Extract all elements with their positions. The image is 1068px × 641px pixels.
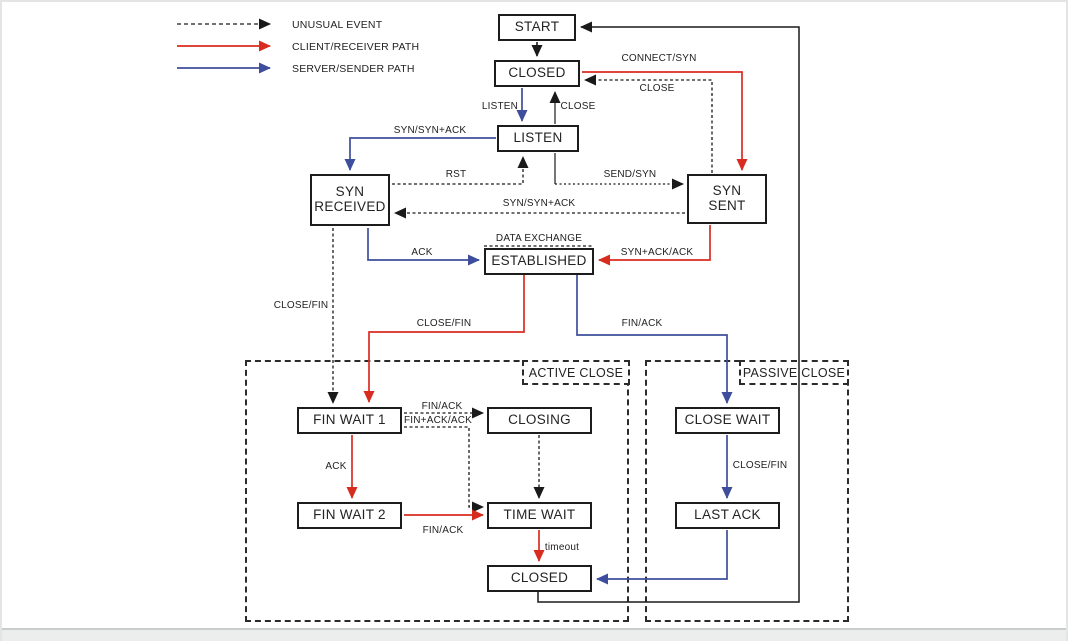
state-closed-top-label: CLOSED [508,65,566,81]
state-fin-wait-2: FIN WAIT 2 [297,502,402,529]
state-syn-received: SYN RECEIVED [310,174,390,226]
edge-label-rst: RST [445,169,467,180]
edge-label-syn-synack-blue: SYN/SYN+ACK [393,125,467,136]
edge-label-data-exchange: DATA EXCHANGE [495,233,583,244]
active-close-label-box: ACTIVE CLOSE [522,360,630,385]
state-listen: LISTEN [497,125,579,152]
state-time-wait-label: TIME WAIT [503,507,576,523]
edge-label-listen: LISTEN [481,101,519,112]
state-syn-received-label: SYN RECEIVED [314,184,386,214]
edge-label-ack-blue: ACK [411,247,433,258]
edge-label-close-fin-passive: CLOSE/FIN [732,460,788,471]
state-established: ESTABLISHED [484,248,594,275]
state-closing-label: CLOSING [508,412,571,428]
state-syn-sent: SYN SENT [687,174,767,224]
passive-close-label: PASSIVE CLOSE [742,365,846,380]
edge-label-fin-ack-red: FIN/ACK [422,525,464,536]
legend-label-unusual-event: UNUSUAL EVENT [292,19,383,31]
edge-syn-synack-blue [344,137,496,171]
edge-label-fin-ack-blue: FIN/ACK [621,318,663,329]
state-last-ack: LAST ACK [675,502,780,529]
state-established-label: ESTABLISHED [491,253,587,269]
legend-label-client-receiver: CLIENT/RECEIVER PATH [292,41,420,53]
state-fin-wait-1: FIN WAIT 1 [297,407,402,434]
edge-label-syn-synack-dashed: SYN/SYN+ACK [502,198,576,209]
state-close-wait: CLOSE WAIT [675,407,780,434]
edge-label-close-fin-unusual: CLOSE/FIN [273,300,329,311]
state-syn-sent-label: SYN SENT [708,183,746,213]
state-last-ack-label: LAST ACK [694,507,761,523]
legend-label-server-sender: SERVER/SENDER PATH [292,63,415,75]
state-start: START [498,14,576,41]
edge-label-fin-ack-ack: FIN+ACK/ACK [403,415,473,426]
edge-label-close-synsent: CLOSE [639,83,675,94]
bottom-border-band [2,628,1066,641]
edge-label-send-syn: SEND/SYN [603,169,657,180]
state-close-wait-label: CLOSE WAIT [684,412,771,428]
edge-label-ack-red: ACK [325,461,347,472]
state-closed-top: CLOSED [494,60,580,87]
state-start-label: START [514,19,560,35]
state-fin-wait-2-label: FIN WAIT 2 [313,507,386,523]
state-fin-wait-1-label: FIN WAIT 1 [313,412,386,428]
state-listen-label: LISTEN [513,130,563,146]
edge-label-close-up: CLOSE [560,101,596,112]
passive-close-container [645,360,849,622]
edge-label-fin-ack-top: FIN/ACK [421,401,463,412]
edge-label-close-fin-red: CLOSE/FIN [416,318,472,329]
state-closed-bottom-label: CLOSED [510,570,569,586]
edge-label-connect-syn: CONNECT/SYN [621,53,697,64]
edge-label-synack-ack: SYN+ACK/ACK [620,247,694,258]
state-closed-bottom: CLOSED [487,565,592,592]
state-closing: CLOSING [487,407,592,434]
state-time-wait: TIME WAIT [487,502,592,529]
passive-close-label-box: PASSIVE CLOSE [739,360,849,385]
edge-label-timeout: timeout [544,542,580,553]
active-close-label: ACTIVE CLOSE [528,365,624,380]
